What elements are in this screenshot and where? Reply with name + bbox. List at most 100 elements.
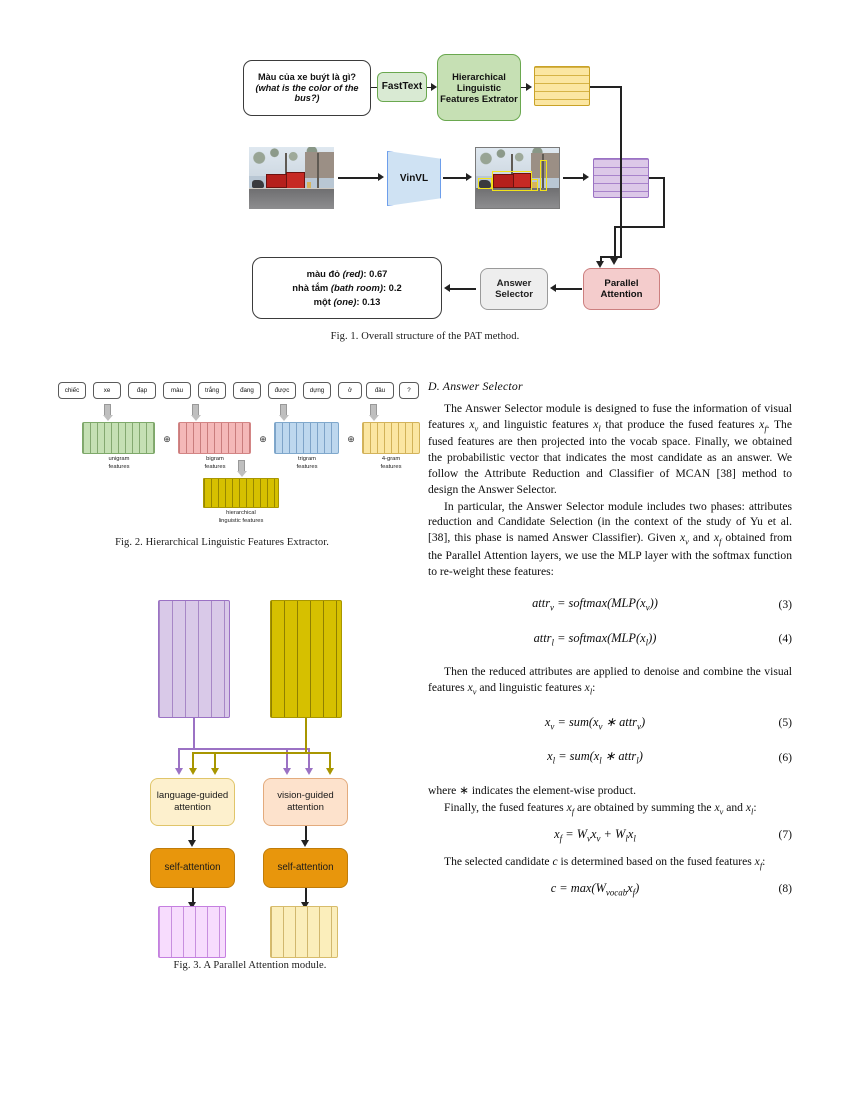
figure-1: Màu của xe buýt là gì? (what is the colo… [0,46,850,346]
trigram-features-block [274,422,339,454]
equation-6-number: (6) [778,750,792,764]
question-english: (what is the color of the bus?) [255,82,359,104]
arrowhead-icon [210,768,219,775]
fig1-linguistic-features-block [534,66,590,106]
vision-guided-attention-node: vision-guided attention [263,778,348,826]
arrow-vinvl-to-image2 [443,177,469,179]
token-chip: xe [93,382,121,399]
arrowhead-icon [431,82,437,91]
trigram-label: trigram features [296,456,318,470]
equation-3-number: (3) [778,597,792,611]
equation-6: xl = sum(xl ∗ attrl) (6) [428,748,792,767]
arrowhead-icon [301,840,309,847]
arrow-self-to-output-left [191,888,194,904]
token-chip: đạp [128,382,156,399]
hlfe-label: Hierarchical Linguistic Features Extrato… [440,70,518,105]
bigram-features-block [178,422,251,454]
route-purple-down [193,718,195,748]
fig1-vinvl-node: VinVL [387,151,441,206]
detection-box [477,178,492,190]
detection-box [491,170,532,191]
fig1-parallel-attention-node: Parallel Attention [583,268,660,310]
fourgram-label: 4-gram features [380,456,402,470]
detection-box [530,179,539,192]
equation-4-number: (4) [778,632,792,646]
arrow-selector-to-answers [450,288,476,290]
token-chip: trắng [198,382,226,399]
arrow-lang-to-self [191,826,194,842]
figure-2: chiếc xe đạp màu trắng đang được dựng ở … [52,382,422,552]
detection-box [539,160,547,191]
fig1-fasttext-node: FastText [377,72,427,102]
paragraph-5: Finally, the fused features xf are obtai… [444,800,757,817]
route-purple-left [178,748,194,750]
paragraph-2: In particular, the Answer Selector modul… [428,499,792,578]
self-attention-right-node: self-attention [263,848,348,888]
equation-7-body: xf = Wvxv + Wlxl [554,826,636,843]
route-gold-branch2 [214,752,216,770]
token-chip: chiếc [58,382,86,399]
route-gold-across [192,752,306,754]
route-purple-branch3 [308,748,310,770]
language-guided-attention-node: language-guided attention [150,778,235,826]
fig1-detected-image [475,147,560,209]
arrowhead-icon [444,284,450,292]
arrow-down-bigram [192,404,199,416]
route-purple-branch2 [286,748,288,770]
fig1-question-box: Màu của xe buýt là gì? (what is the colo… [243,60,371,116]
unigram-features-block [82,422,155,454]
token-chip: dựng [303,382,331,399]
fig3-linguistic-features-input [270,600,342,718]
arrowhead-icon [304,768,313,775]
fig1-answers-box: màu đỏ (red): 0.67 nhà tắm (bath room): … [252,257,442,319]
fig3-output-visual-block [270,906,338,958]
hierarchical-linguistic-features-block [203,478,279,508]
equation-4-body: attrl = softmax(MLP(xl)) [533,630,657,648]
arrowhead-icon [174,768,183,775]
route-purple-across [193,748,309,750]
arrow-vis-to-self [304,826,307,842]
unigram-label: unigram features [108,456,130,470]
route-gold-branch1 [192,752,194,770]
token-chip: ? [399,382,419,399]
self-attention-left-node: self-attention [150,848,235,888]
equation-8-body: c = max(Wvocabxf) [550,880,640,898]
arrowhead-icon [526,82,532,91]
route-purple-branch1 [178,748,180,770]
route-gold-down [305,718,307,752]
token-chip: màu [163,382,191,399]
equation-7-number: (7) [778,827,792,841]
figure-1-caption: Fig. 1. Overall structure of the PAT met… [330,331,520,342]
arrow-hlfe-to-ling-features [521,86,528,89]
parallel-attention-label: Parallel Attention [600,277,643,300]
equation-7: xf = Wvxv + Wlxl (7) [428,826,792,845]
fig1-answer-selector-node: Answer Selector [480,268,548,310]
equation-8: c = max(Wvocabxf) (8) [428,880,792,899]
arrow-down-4gram [370,404,377,416]
plus-icon: ⊕ [163,433,171,444]
arrow-fasttext-to-hlfe [427,86,433,89]
route-ling-down [620,86,622,258]
figure-2-caption: Fig. 2. Hierarchical Linguistic Features… [115,537,329,548]
arrowhead-icon [378,173,384,181]
arrowhead-icon [188,840,196,847]
route-gold-branch3 [329,752,331,770]
arrowhead-icon [188,902,196,909]
plus-icon: ⊕ [347,433,355,444]
arrowhead-icon [610,258,618,265]
token-chip: đâu [366,382,394,399]
paragraph-3: Then the reduced attributes are applied … [428,665,792,697]
vinvl-label: VinVL [399,172,429,184]
arrowhead-icon [466,173,472,181]
answer-selector-label: Answer Selector [495,277,533,300]
right-text-column: D. Answer Selector The Answer Selector m… [428,378,792,898]
route-ling-left [600,256,622,258]
arrow-down-trigram [280,404,287,416]
figure-3: language-guided attention vision-guided … [130,592,370,992]
arrowhead-icon [301,902,309,909]
paragraph-6: The selected candidate c is determined b… [444,855,766,871]
hierarchical-features-label: hierarchical linguistic features [218,510,264,524]
route-vis-down [663,177,665,227]
equation-4: attrl = softmax(MLP(xl)) (4) [428,630,792,649]
